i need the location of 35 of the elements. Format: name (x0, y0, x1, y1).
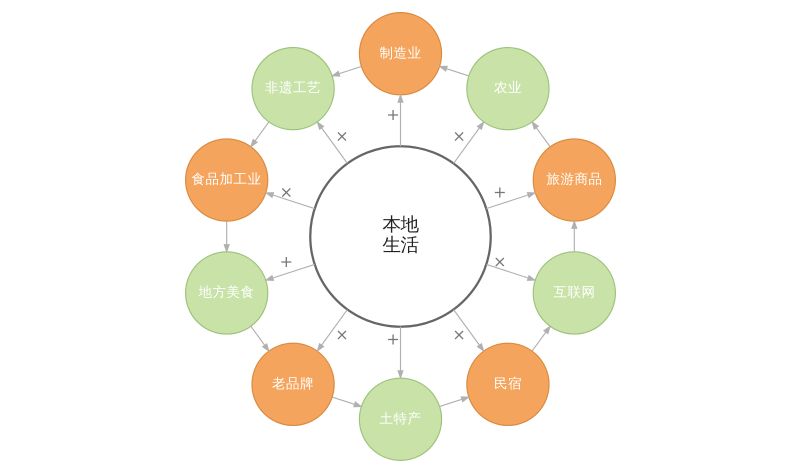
arrow (316, 309, 348, 352)
edge-label: + (386, 329, 400, 348)
edge-label: × (334, 325, 348, 344)
node-circle: 土特产 (358, 378, 442, 461)
arrow (250, 326, 270, 352)
arrow (452, 120, 484, 164)
edge-label: × (452, 325, 466, 344)
edge-label: × (452, 126, 466, 146)
arrow (222, 221, 230, 254)
arrow (439, 396, 470, 407)
arrow (486, 264, 536, 281)
arrow (486, 192, 536, 210)
arrow (316, 120, 348, 164)
node-circle: 本地 生活 (308, 145, 492, 328)
node-circle: 旅游商品 (532, 138, 616, 222)
arrow (330, 66, 361, 77)
edge-label: + (386, 104, 400, 124)
arrow (332, 396, 362, 408)
arrow (396, 326, 404, 380)
arrow (264, 192, 314, 210)
arrow (531, 325, 550, 352)
edge-label: × (279, 182, 292, 202)
edge-label: × (334, 126, 348, 146)
arrow (264, 264, 314, 281)
arrow (570, 220, 578, 252)
arrow (530, 120, 550, 147)
arrow (452, 309, 484, 352)
edge-label: + (279, 252, 292, 271)
arrow (396, 94, 404, 146)
edge-label: × (492, 252, 506, 271)
node-circle: 制造业 (358, 12, 442, 96)
arrow (250, 122, 269, 148)
node-circle: 地方美食 (184, 251, 268, 335)
arrow (438, 66, 468, 76)
edge-label: + (492, 182, 506, 202)
